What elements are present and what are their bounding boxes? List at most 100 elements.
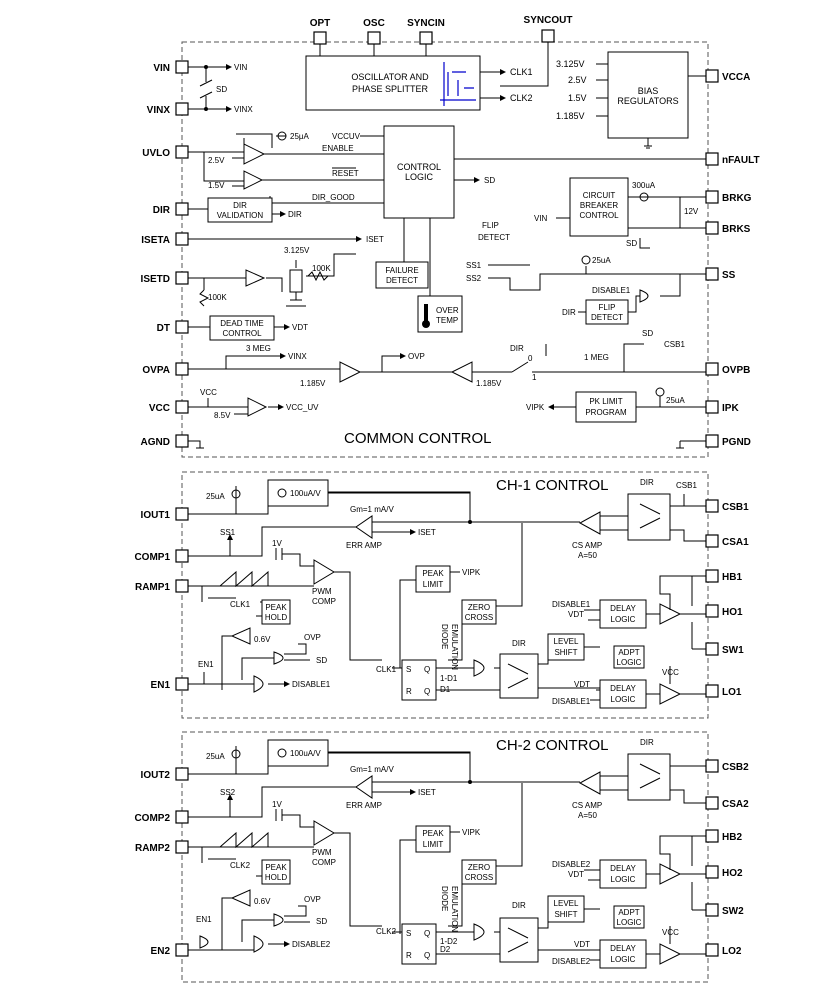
ch1-delay-logic-high bbox=[599, 599, 647, 629]
pin-hb1-label: HB1 bbox=[722, 572, 742, 583]
ovpb-1: 1 bbox=[532, 373, 537, 382]
pin-vin bbox=[175, 60, 189, 74]
ovpb-csb1: CSB1 bbox=[664, 340, 685, 349]
cb-vin: VIN bbox=[534, 214, 548, 223]
ch1-sd: SD bbox=[316, 656, 327, 665]
vinx-net-label: VINX bbox=[234, 105, 253, 114]
isetd-resistor bbox=[199, 289, 210, 307]
vcc-85v: 8.5V bbox=[214, 411, 231, 420]
ch2-25ua-source bbox=[231, 749, 241, 759]
ch2-1v: 1V bbox=[272, 800, 282, 809]
ch2-ff-qb: Q bbox=[424, 929, 430, 938]
pin-en1 bbox=[175, 677, 189, 691]
ovpb-1meg: 1 MEG bbox=[584, 353, 609, 362]
cb-sd: SD bbox=[626, 239, 637, 248]
v3125-label: 3.125V bbox=[556, 59, 585, 69]
ipk-25ua: 25uA bbox=[666, 396, 685, 405]
bias-regulators-block bbox=[607, 51, 689, 139]
pin-csb1 bbox=[705, 499, 719, 513]
ch1-control: CH-1 CONTROL IOUT1 COMP1 RAMP1 EN1 CSB1 … bbox=[134, 471, 749, 719]
ch1-err-amp bbox=[355, 515, 373, 539]
v25-label: 2.5V bbox=[568, 75, 587, 85]
enable-label: ENABLE bbox=[322, 144, 354, 153]
ch2-dis-b: DISABLE2 bbox=[552, 957, 591, 966]
osc-label-1: OSCILLATOR AND bbox=[351, 72, 429, 82]
ch2-adpt-logic bbox=[613, 905, 645, 929]
ch2-ff-clk: CLK2 bbox=[376, 927, 397, 936]
pin-vcc bbox=[175, 400, 189, 414]
ch1-adpt-1: ADPT bbox=[618, 648, 639, 657]
ch2-en: EN1 bbox=[196, 915, 212, 924]
pin-agnd bbox=[175, 434, 189, 448]
pin-syncout-label: SYNCOUT bbox=[524, 15, 573, 26]
pin-brks-label: BRKS bbox=[722, 224, 751, 235]
ch1-vdt-a: VDT bbox=[568, 610, 584, 619]
top-pins: OPT OSC SYNCIN SYNCOUT bbox=[310, 15, 573, 87]
pin-vcca-label: VCCA bbox=[722, 72, 750, 83]
ch1-ls-2: SHIFT bbox=[554, 648, 577, 657]
cb-label-3: CONTROL bbox=[579, 211, 619, 220]
ss-current-source bbox=[581, 255, 591, 265]
vcc-uv: VCC_UV bbox=[286, 403, 319, 412]
ch2-sawtooth-icon bbox=[219, 831, 269, 849]
ch2-nor-gate bbox=[273, 913, 284, 927]
ch2-peaklimit-2: LIMIT bbox=[423, 840, 444, 849]
ch1-csb: CSB1 bbox=[676, 481, 697, 490]
dead-time-block bbox=[209, 315, 275, 341]
pin-en2-label: EN2 bbox=[151, 946, 171, 957]
ch2-dir: DIR bbox=[640, 738, 654, 747]
ch2-peakhold-2: HOLD bbox=[265, 873, 287, 882]
flip-label-2: DETECT bbox=[478, 233, 510, 242]
isetd-transistor bbox=[289, 269, 303, 293]
pin-lo1 bbox=[705, 684, 719, 698]
pin-iout1 bbox=[175, 507, 189, 521]
ch1-cs-amp-label: CS AMP bbox=[572, 541, 602, 550]
ch1-pwm-2: COMP bbox=[312, 597, 336, 606]
ch1-lo-driver bbox=[659, 683, 682, 705]
oscillator-block bbox=[305, 55, 481, 111]
ch2-pwm-2: COMP bbox=[312, 858, 336, 867]
ch2-pwm-1: PWM bbox=[312, 848, 332, 857]
pin-lo1-label: LO1 bbox=[722, 687, 742, 698]
cb-label-2: BREAKER bbox=[580, 201, 618, 210]
isetd-resistor-2 bbox=[307, 270, 329, 282]
isetd-buffer bbox=[245, 269, 266, 287]
ch2-ss: SS2 bbox=[220, 788, 236, 797]
ch1-dl-low-1: DELAY bbox=[610, 684, 636, 693]
ch1-err-amp-label: ERR AMP bbox=[346, 541, 382, 550]
pin-ho1-label: HO1 bbox=[722, 607, 743, 618]
ch2-vdt-b: VDT bbox=[574, 940, 590, 949]
uvlo-comparator-1 bbox=[243, 143, 266, 165]
ch2-cs-amp bbox=[578, 771, 601, 795]
pin-ho2-label: HO2 bbox=[722, 868, 743, 879]
circuit-breaker-block bbox=[569, 177, 629, 237]
ch2-dl-high-1: DELAY bbox=[610, 864, 636, 873]
ch1-region bbox=[181, 471, 709, 719]
ovpa-1185v: 1.185V bbox=[300, 379, 326, 388]
pin-brkg bbox=[705, 190, 719, 204]
ch2-cs-amp-label: CS AMP bbox=[572, 801, 602, 810]
ch1-peaklimit-2: LIMIT bbox=[423, 580, 444, 589]
ch2-err-amp-label: ERR AMP bbox=[346, 801, 382, 810]
ch1-ff-d: 1-D1 bbox=[440, 674, 458, 683]
ch1-dl-high-1: DELAY bbox=[610, 604, 636, 613]
ch1-gm: Gm=1 mA/V bbox=[350, 505, 394, 514]
pin-csa2-label: CSA2 bbox=[722, 799, 749, 810]
vin-net-label: VIN bbox=[234, 63, 248, 72]
ch2-dir-mux bbox=[499, 917, 539, 963]
ovpa-comparator bbox=[339, 361, 362, 383]
control-logic-label-1: CONTROL bbox=[397, 162, 441, 172]
ch1-title: CH-1 CONTROL bbox=[496, 477, 609, 494]
ch1-zero-1: ZERO bbox=[468, 603, 490, 612]
ch2-vipk: VIPK bbox=[462, 828, 481, 837]
right-common-pins: VCCA nFAULT BRKG BRKS SS OVPB IPK PGND bbox=[705, 69, 760, 448]
ch2-25ua: 25uA bbox=[206, 752, 225, 761]
ch2-zero-2: CROSS bbox=[465, 873, 493, 882]
pin-ho2 bbox=[705, 865, 719, 879]
pin-isetd bbox=[175, 271, 189, 285]
pin-comp2-label: COMP2 bbox=[134, 813, 170, 824]
pin-ovpa-label: OVPA bbox=[142, 365, 170, 376]
ch2-cs-gain: A=50 bbox=[578, 811, 597, 820]
ovpa-3meg: 3 MEG bbox=[246, 344, 271, 353]
pin-brkg-label: BRKG bbox=[722, 193, 752, 204]
